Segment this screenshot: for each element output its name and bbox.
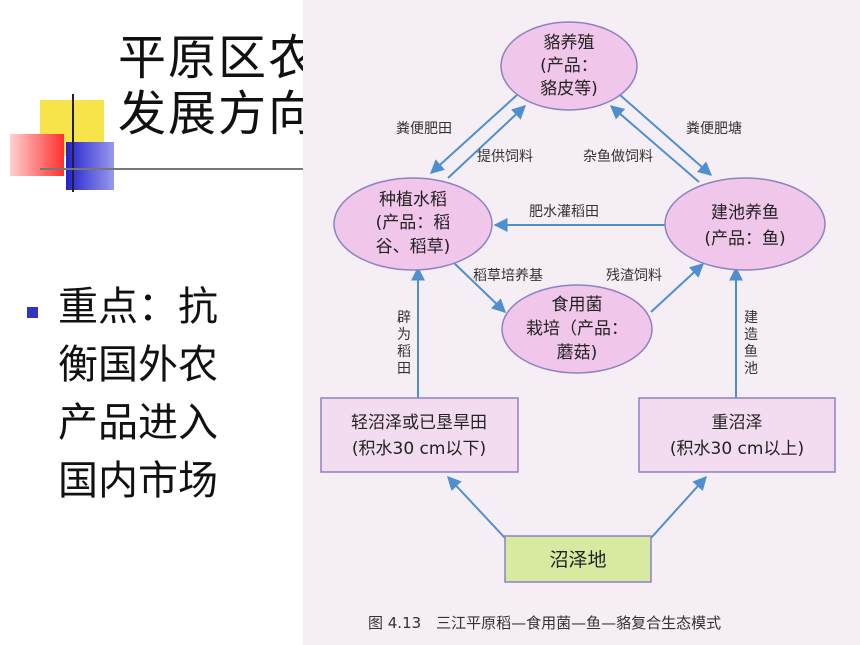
edge-label-rice-to-mushroom: 稻草培养基 — [473, 267, 543, 284]
diagram-svg: 貉养殖 (产品： 貉皮等) 种植水稻 (产品：稻 谷、稻草) 建池养鱼 (产品：… — [320, 21, 836, 583]
node-heavy-line: (积水30 cm以上) — [670, 439, 804, 459]
node-mushroom-line: 栽培（产品： — [526, 319, 628, 339]
edge-label-heavy-to-fish: 池 — [744, 361, 758, 377]
edge-label-heavy-to-fish: 鱼 — [744, 343, 758, 360]
bullet-marker — [27, 307, 38, 318]
arrow-mushroom-to-fish — [650, 263, 705, 313]
bullet-line: 衡国外农 — [58, 342, 218, 388]
arrow-swamp-to-heavy — [650, 475, 707, 539]
decor-horizontal-line — [40, 168, 303, 170]
edge-label-fish-to-mink: 杂鱼做饲料 — [583, 148, 653, 165]
node-mushroom-line: 蘑菇) — [557, 343, 598, 363]
edge-label-light-to-rice: 田 — [397, 361, 411, 377]
title-line-2: 发展方向 — [118, 86, 319, 142]
arrow-mink-to-fish — [619, 94, 713, 176]
node-mink-line: 貉皮等) — [540, 79, 598, 99]
arrow-swamp-to-light — [447, 475, 506, 539]
node-heavy-box — [638, 397, 836, 473]
edge-label-heavy-to-fish: 造 — [744, 327, 758, 343]
edge-label-light-to-rice: 辟 — [397, 310, 411, 326]
edge-label-mink-to-rice: 粪便肥田 — [396, 121, 452, 137]
arrow-rice-to-mink — [447, 105, 527, 179]
node-mushroom-line: 食用菌 — [552, 295, 603, 315]
edge-label-mink-to-fish: 粪便肥塘 — [686, 121, 742, 137]
node-light-box — [320, 397, 519, 473]
edge-label-rice-to-mink: 提供饲料 — [477, 149, 533, 165]
node-mink-line: (产品： — [540, 56, 598, 76]
arrow-rice-to-mushroom — [452, 261, 507, 313]
bullet-line: 重点：抗 — [58, 284, 218, 330]
node-light-line: 轻沼泽或已垦旱田 — [351, 413, 487, 433]
node-swamp-line: 沼泽地 — [549, 549, 606, 571]
node-mink-ellipse — [500, 21, 638, 111]
node-mink-line: 貉养殖 — [544, 33, 595, 53]
node-fish-line: (产品：鱼) — [704, 229, 785, 249]
edge-label-light-to-rice: 为 — [397, 327, 411, 343]
bullet-line: 产品进入 — [58, 400, 218, 446]
node-rice-line: 谷、稻草) — [376, 237, 451, 257]
node-heavy-line: 重沼泽 — [712, 413, 763, 433]
edge-label-heavy-to-fish: 建 — [744, 310, 758, 326]
node-fish-line: 建池养鱼 — [711, 203, 779, 223]
arrow-mink-to-rice — [429, 94, 518, 174]
edge-label-fish-to-rice: 肥水灌稻田 — [529, 204, 599, 220]
node-swamp-box — [504, 535, 652, 583]
node-light-line: (积水30 cm以下) — [352, 439, 486, 459]
node-rice-ellipse — [333, 177, 493, 271]
node-fish-ellipse — [664, 177, 826, 271]
decor-vertical-line — [72, 94, 74, 192]
edge-label-light-to-rice: 稻 — [397, 344, 411, 360]
arrow-fish-to-mink — [609, 105, 700, 183]
node-rice-line: 种植水稻 — [379, 190, 447, 210]
node-mushroom-ellipse — [501, 284, 653, 374]
edge-label-mushroom-to-fish: 残渣饲料 — [606, 268, 662, 284]
bullet-text: 重点：抗 衡国外农 产品进入 国内市场 — [58, 278, 218, 510]
diagram-figure: 貉养殖 (产品： 貉皮等) 种植水稻 (产品：稻 谷、稻草) 建池养鱼 (产品：… — [303, 0, 860, 645]
node-rice-line: (产品：稻 — [376, 213, 451, 233]
bullet-line: 国内市场 — [58, 458, 218, 504]
figure-caption: 图 4.13 三江平原稻—食用菌—鱼—貉复合生态模式 — [368, 614, 722, 632]
decor-blue-square — [66, 142, 114, 190]
